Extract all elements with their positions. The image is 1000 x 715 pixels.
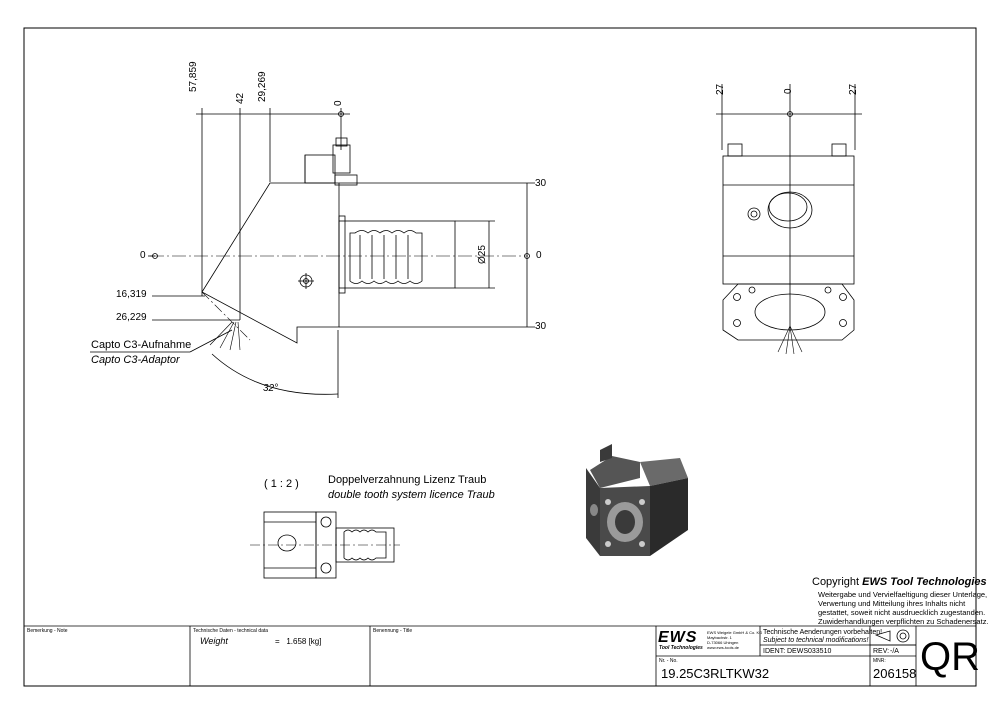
dim-top-42: 42 (235, 92, 246, 104)
capto-label-en: Capto C3-Adaptor (91, 354, 180, 366)
dim-diameter-25: Ø25 (477, 245, 488, 264)
detail-title-de: Doppelverzahnung Lizenz Traub (328, 474, 487, 486)
weight-label: Weight (200, 636, 228, 646)
dim-top-29269: 29,269 (257, 71, 268, 102)
detail-title-en: double tooth system licence Traub (328, 489, 495, 501)
side-view (90, 108, 535, 398)
company-line-4: www.ews-tools.de (707, 645, 740, 650)
copyright-line-3: gestattet, soweit nicht ausdruecklich zu… (818, 608, 986, 617)
dim-top-57859: 57,859 (188, 61, 199, 92)
qr-code-label: QR (920, 635, 980, 679)
dim-right-30-top: 30 (535, 178, 547, 189)
copyright-line-4: Zuwiderhandlungen verpflichten zu Schade… (818, 617, 989, 626)
dim-left-26229: 26,229 (116, 312, 147, 323)
ident-value: DEWS033510 (787, 648, 832, 655)
techdata-label: Technische Daten - technical data (193, 628, 269, 634)
render-3d-view (586, 444, 688, 556)
rev-value: -/A (890, 648, 899, 655)
front-view (716, 84, 862, 355)
ews-logo: EWS (658, 629, 698, 646)
drawing-frame (23, 27, 977, 687)
mnr-value: 206158 (873, 666, 917, 681)
nr-label: Nr. - No. (659, 658, 678, 664)
note-label: Bemerkung - Note (27, 628, 68, 634)
dim-right-0: 0 (536, 250, 542, 261)
ews-sub: Tool Technologies (659, 645, 703, 651)
detail-view (250, 511, 400, 579)
mnr-label: MNR: (873, 658, 886, 664)
dim-front-right-27: 27 (848, 83, 859, 95)
title-label: Benennung - Title (373, 628, 413, 634)
company-line-3: D-73066 Uhingen (707, 640, 739, 645)
copyright-line-2: Verwertung und Mitteilung ihres Inhalts … (818, 599, 966, 608)
dim-left-16319: 16,319 (116, 289, 147, 300)
dim-front-left-27: 27 (715, 83, 726, 95)
detail-scale: ( 1 : 2 ) (264, 478, 299, 490)
ident-label: IDENT: (763, 648, 786, 655)
copyright-line-1: Weitergabe und Vervielfaeltigung dieser … (818, 590, 988, 599)
dim-front-center-0: 0 (783, 88, 794, 94)
title-block-grid (24, 625, 976, 686)
copyright-prefix: Copyright (812, 576, 863, 588)
change-note-en: Subject to technical modifications! (763, 637, 869, 644)
change-note-de: Technische Aenderungen vorbehalten! (763, 629, 883, 636)
company-line-2: Maybachstr. 1 (707, 635, 732, 640)
capto-label-de: Capto C3-Aufnahme (91, 339, 192, 351)
copyright-title: Copyright EWS Tool Technologies (812, 577, 987, 588)
company-line-1: EWS Weigele GmbH & Co. KG (707, 630, 763, 635)
dim-angle-32: 32° (263, 383, 279, 394)
dim-right-30-bottom: 30 (535, 321, 547, 332)
dim-top-0: 0 (333, 100, 344, 106)
dim-left-0: 0 (140, 250, 146, 261)
weight-value: = 1.658 [kg] (275, 637, 322, 646)
rev-label: REV: (873, 648, 890, 655)
copyright-brand: EWS Tool Technologies (862, 576, 987, 588)
part-number: 19.25C3RLTKW32 (661, 666, 770, 681)
